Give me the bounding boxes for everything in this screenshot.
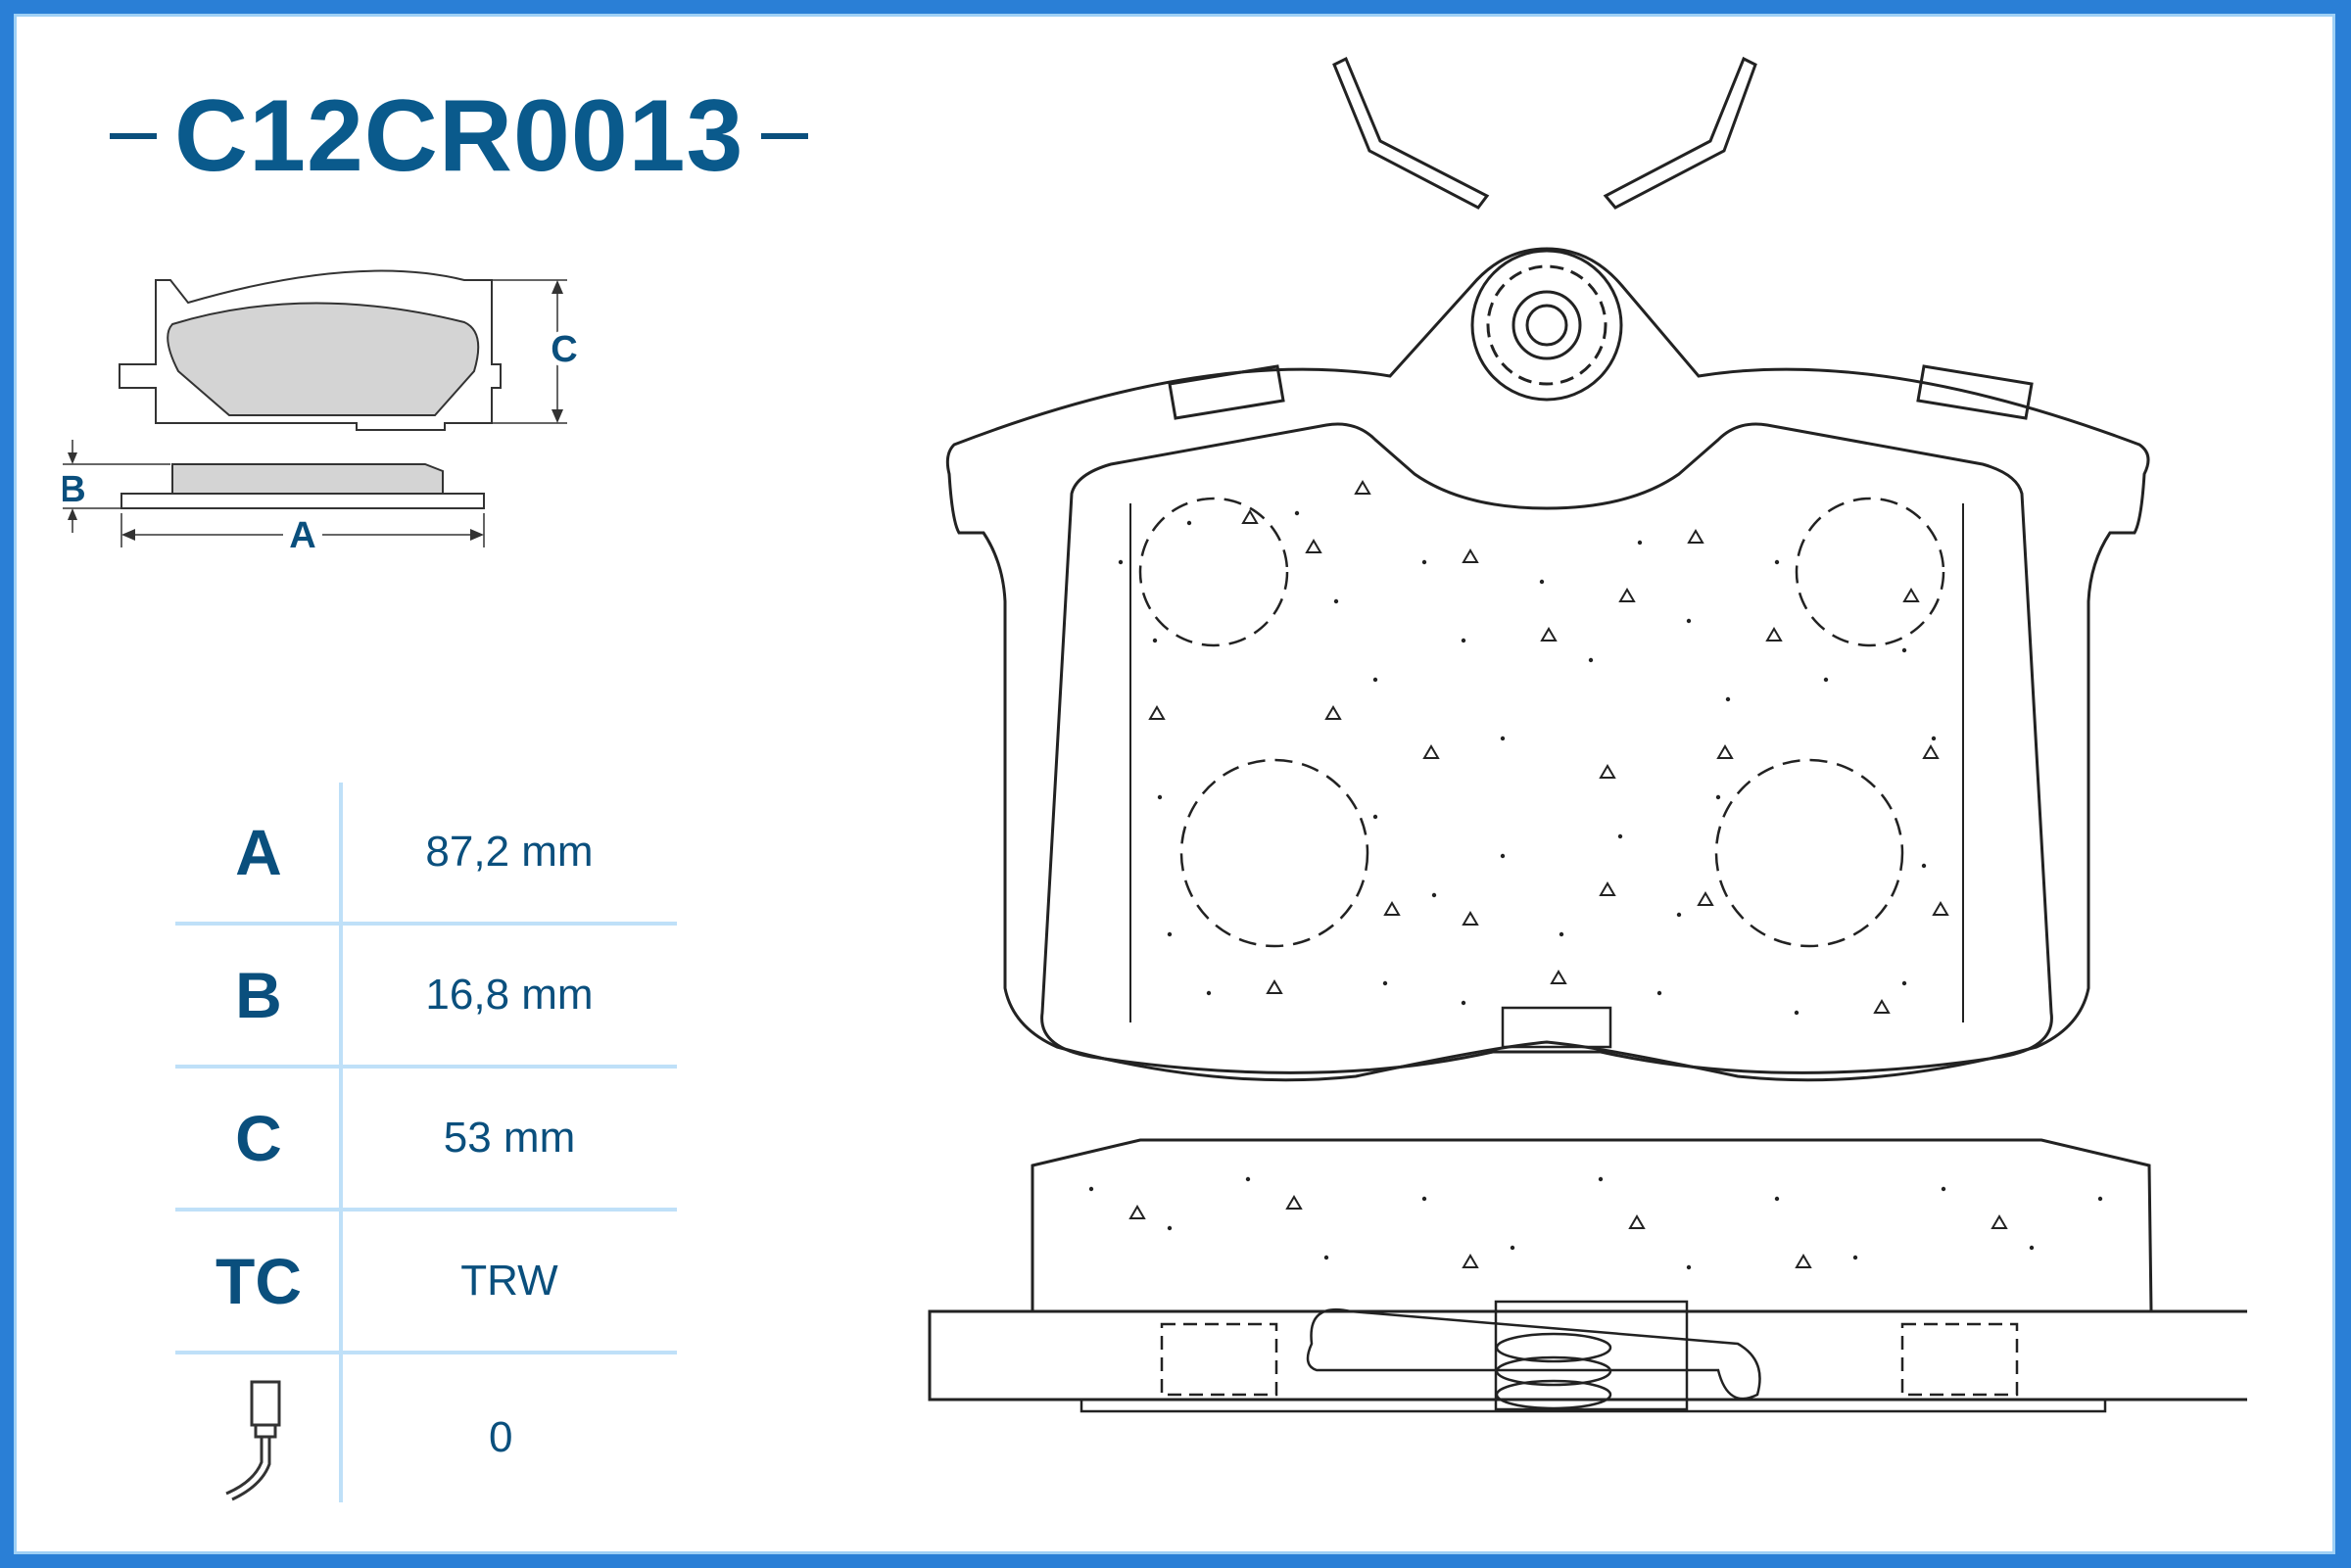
bottom-slot <box>1501 1006 1612 1049</box>
page-frame: C12CR0013 C B A A <box>14 14 2335 1554</box>
spec-row-sensor: 0 <box>175 1354 677 1521</box>
clip-arm-right <box>1603 56 1757 210</box>
side-view-spring-housing <box>1494 1300 1689 1411</box>
spec-value: 16,8 mm <box>425 971 594 1019</box>
side-view-friction <box>1031 1138 2153 1313</box>
side-view-coil-3 <box>1495 1379 1612 1410</box>
friction-speckles <box>1088 510 2103 1270</box>
spec-label: B <box>235 959 282 1031</box>
title-dash-right <box>761 133 809 139</box>
piston-circle-3 <box>1179 758 1369 948</box>
side-view-clip-right <box>1900 1322 2019 1397</box>
clip-ring-outer <box>1470 249 1623 402</box>
side-view-coil-1 <box>1495 1332 1612 1363</box>
friction-triangles <box>1128 480 2008 1268</box>
title-row: C12CR0013 <box>92 72 826 200</box>
side-view-backplate <box>928 1309 2247 1402</box>
side-view-coil-2 <box>1495 1355 1612 1387</box>
pad-front-friction <box>167 302 480 416</box>
clip-ring-hole <box>1525 304 1568 347</box>
piston-circle-4 <box>1714 758 1904 948</box>
wear-sensor-icon <box>225 1380 281 1501</box>
spec-row-c: C 53 mm <box>175 1069 677 1212</box>
spec-row-a: A 87,2 mm <box>175 783 677 926</box>
dim-a-label: A <box>289 515 315 556</box>
spec-value: 53 mm <box>443 1114 576 1162</box>
clip-arm-left <box>1332 56 1490 210</box>
pad-side-backplate <box>120 493 485 509</box>
pad-side-friction <box>171 463 444 495</box>
dim-b-label: B <box>63 469 86 510</box>
dimension-schematic: C B A <box>63 269 583 556</box>
spec-value: 0 <box>489 1413 513 1461</box>
side-view-shim <box>1080 1398 2107 1413</box>
friction-outline <box>1040 422 2053 1074</box>
tab-left <box>1168 364 1285 420</box>
dim-c-label: C <box>551 329 577 370</box>
tab-right <box>1916 364 2034 420</box>
piston-circle-2 <box>1795 497 1945 647</box>
spec-value: 87,2 mm <box>425 828 594 876</box>
product-code: C12CR0013 <box>174 78 744 193</box>
spec-value: TRW <box>460 1257 558 1305</box>
brake-pad-drawing <box>928 56 2247 1413</box>
spec-row-b: B 16,8 mm <box>175 926 677 1069</box>
spec-label: TC <box>216 1245 302 1317</box>
clip-ring-inner <box>1511 290 1582 360</box>
side-view-spring <box>1306 1307 1761 1401</box>
spec-table: A 87,2 mm B 16,8 mm C 53 mm TC TRW 0 <box>175 783 677 1521</box>
title-dash-left <box>110 133 157 139</box>
spec-label: A <box>235 816 282 888</box>
pad-front-backplate <box>119 269 502 431</box>
spec-row-tc: TC TRW <box>175 1212 677 1354</box>
spec-table-divider <box>339 783 343 1502</box>
piston-circle-1 <box>1138 497 1289 647</box>
friction-inner <box>1129 503 1964 1022</box>
spec-label: C <box>235 1102 282 1174</box>
spec-label <box>175 1354 342 1521</box>
side-view-clip-left <box>1160 1322 1278 1397</box>
clip-ring-mid <box>1486 264 1607 386</box>
